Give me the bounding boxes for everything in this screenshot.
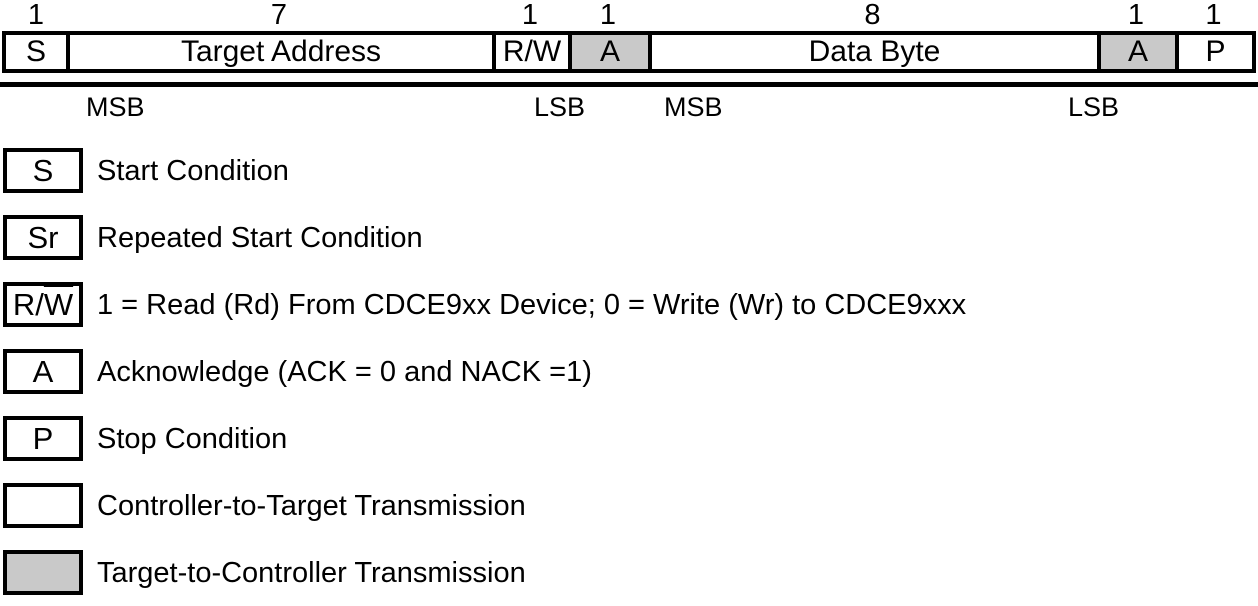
- bit-count-target-address: 7: [270, 0, 288, 31]
- legend-row-repeated-start: Sr Repeated Start Condition: [3, 215, 1253, 260]
- legend-text-repeated-start: Repeated Start Condition: [97, 221, 423, 254]
- bit-count-data-byte: 8: [864, 0, 881, 31]
- bit-count-row: 1 7 1 1 8 1 1: [2, 0, 1252, 31]
- legend-row-target-to-controller: Target-to-Controller Transmission: [3, 550, 1253, 595]
- legend-text-controller-to-target: Controller-to-Target Transmission: [97, 489, 526, 522]
- frame-row: S Target Address R/W A Data Byte A P: [2, 31, 1256, 73]
- cell-stop-condition: P: [1175, 35, 1252, 69]
- cell-read-write: R/W: [492, 35, 568, 69]
- lsb-label-target-address: LSB: [534, 92, 586, 122]
- bit-count-ack1: 1: [599, 0, 617, 31]
- legend-row-controller-to-target: Controller-to-Target Transmission: [3, 483, 1253, 528]
- legend-swatch-controller-to-target: [3, 483, 83, 528]
- horizontal-rule: [0, 82, 1258, 87]
- legend-row-acknowledge: A Acknowledge (ACK = 0 and NACK =1): [3, 349, 1253, 394]
- bit-count-read-write: 1: [521, 0, 539, 31]
- msb-label-target-address: MSB: [86, 92, 145, 122]
- legend-row-read-write: R/W 1 = Read (Rd) From CDCE9xx Device; 0…: [3, 282, 1253, 327]
- legend-text-stop: Stop Condition: [97, 422, 288, 455]
- bit-count-stop: 1: [1205, 0, 1222, 31]
- legend-row-stop: P Stop Condition: [3, 416, 1253, 461]
- legend-text-read-write: 1 = Read (Rd) From CDCE9xx Device; 0 = W…: [97, 288, 967, 321]
- legend-symbol-acknowledge: A: [3, 349, 83, 394]
- legend-symbol-read-write: R/W: [3, 282, 83, 327]
- legend-text-start: Start Condition: [97, 154, 289, 187]
- msb-label-data-byte: MSB: [664, 92, 723, 122]
- cell-data-byte: Data Byte: [648, 35, 1097, 69]
- legend: S Start Condition Sr Repeated Start Cond…: [3, 148, 1253, 606]
- cell-target-address: Target Address: [66, 35, 492, 69]
- bit-count-start: 1: [27, 0, 45, 31]
- bit-count-ack2: 1: [1127, 0, 1145, 31]
- legend-row-start: S Start Condition: [3, 148, 1253, 193]
- legend-symbol-stop: P: [3, 416, 83, 461]
- legend-symbol-repeated-start: Sr: [3, 215, 83, 260]
- legend-text-acknowledge: Acknowledge (ACK = 0 and NACK =1): [97, 355, 592, 388]
- legend-read-write-overline: W: [43, 287, 74, 322]
- legend-read-write-plain: R/: [12, 287, 44, 322]
- cell-acknowledge-1: A: [568, 35, 648, 69]
- cell-start-condition: S: [25, 35, 46, 68]
- read-write-plain: R/: [502, 35, 533, 68]
- legend-symbol-start: S: [3, 148, 83, 193]
- lsb-label-data-byte: LSB: [1068, 92, 1120, 122]
- legend-swatch-target-to-controller: [3, 550, 83, 595]
- legend-text-target-to-controller: Target-to-Controller Transmission: [97, 556, 526, 589]
- read-write-overline: W: [532, 35, 562, 68]
- cell-acknowledge-2: A: [1097, 35, 1175, 69]
